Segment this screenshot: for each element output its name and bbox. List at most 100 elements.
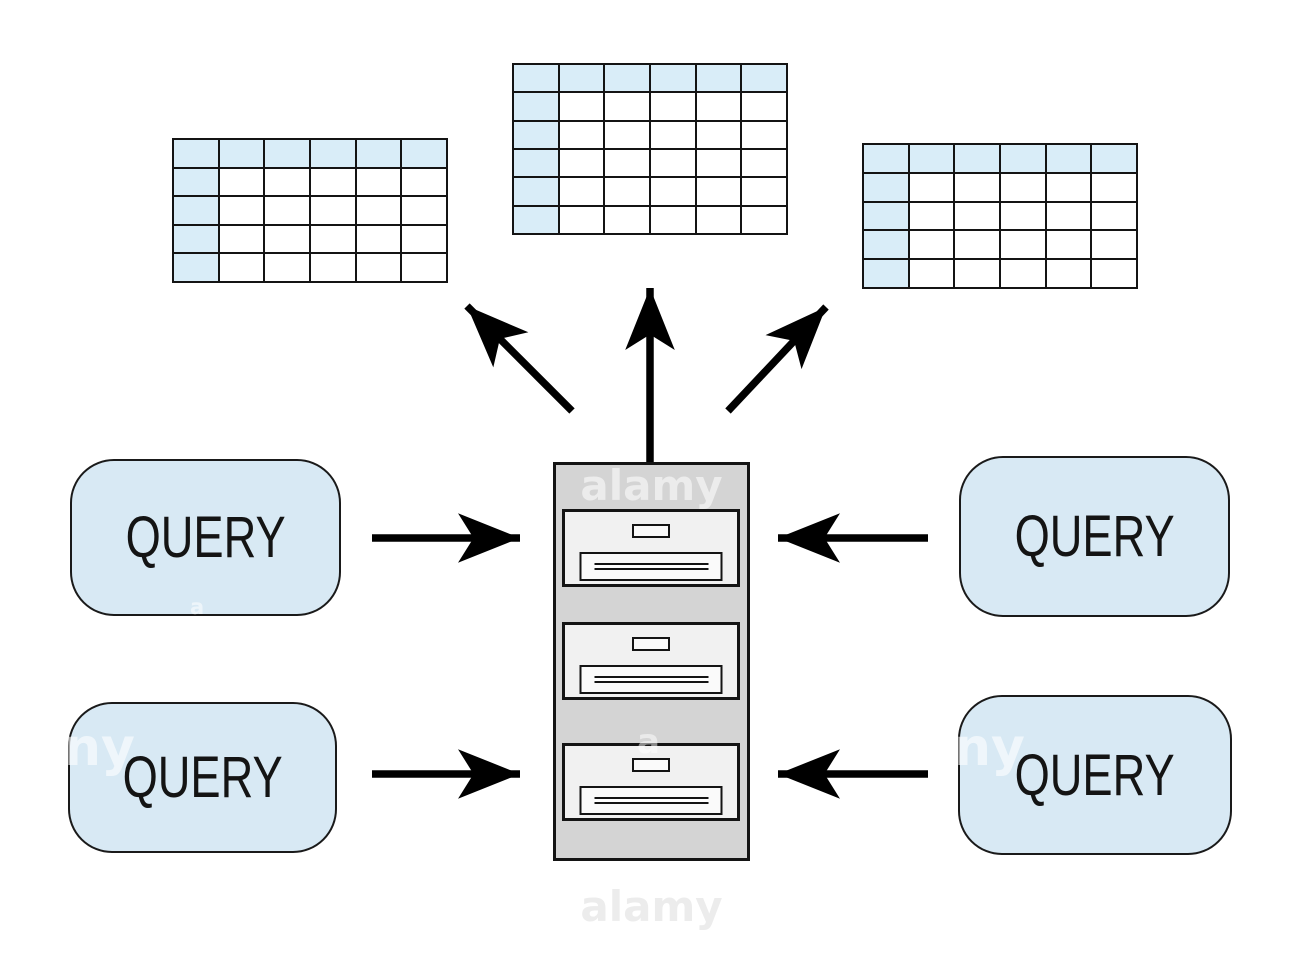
table-cell: [172, 252, 220, 283]
table-cell: [308, 195, 357, 226]
table-cell: [862, 229, 910, 261]
table-cell: [862, 171, 910, 203]
table-cell: [953, 171, 1001, 203]
table-cell: [1044, 229, 1093, 261]
table-cell: [308, 138, 357, 169]
table-cell: [603, 147, 651, 179]
query-box-top-left: QUERY: [70, 459, 341, 616]
table-cell: [648, 119, 697, 150]
table-cell: [172, 195, 220, 226]
file-cabinet: [553, 462, 750, 861]
table-cell: [953, 143, 1001, 174]
table-cell: [603, 62, 651, 94]
table-cell: [354, 223, 403, 255]
result-table-top-center: [512, 62, 788, 236]
table-cell: [400, 252, 448, 283]
table-cell: [740, 204, 788, 236]
drawer-handle: [579, 552, 723, 581]
table-cell: [308, 252, 357, 283]
table-cell: [308, 166, 357, 198]
table-cell: [740, 91, 788, 122]
table-cell: [400, 138, 448, 169]
table-cell: [862, 200, 910, 232]
table-cell: [354, 195, 403, 226]
table-cell: [1090, 229, 1138, 261]
table-cell: [648, 147, 697, 179]
table-cell: [1044, 143, 1093, 174]
table-cell: [263, 252, 311, 283]
query-label: QUERY: [122, 745, 283, 810]
table-cell: [740, 62, 788, 94]
query-box-top-right: QUERY: [959, 456, 1230, 617]
table-cell: [217, 252, 266, 283]
table-cell: [694, 147, 743, 179]
query-box-bottom-left: QUERY: [68, 702, 337, 853]
drawer-handle-slot: [594, 563, 708, 570]
table-cell: [998, 200, 1047, 232]
table-cell: [694, 119, 743, 150]
table-cell: [172, 223, 220, 255]
table-cell: [1044, 171, 1093, 203]
watermark-alamy-bottom: alamy: [580, 882, 723, 931]
table-cell: [512, 119, 560, 150]
table-cell: [740, 119, 788, 150]
table-cell: [400, 195, 448, 226]
table-cell: [648, 204, 697, 236]
table-cell: [217, 223, 266, 255]
table-cell: [953, 200, 1001, 232]
table-cell: [694, 176, 743, 207]
query-box-bottom-right: QUERY: [958, 695, 1232, 855]
table-cell: [557, 62, 606, 94]
table-cell: [998, 143, 1047, 174]
table-cell: [1044, 258, 1093, 289]
cabinet-drawer: [562, 509, 740, 587]
table-cell: [740, 176, 788, 207]
drawer-handle-slot: [594, 676, 708, 683]
table-cell: [1090, 143, 1138, 174]
result-table-top-left: [172, 138, 448, 283]
table-cell: [998, 258, 1047, 289]
table-cell: [557, 147, 606, 179]
drawer-label-holder: [632, 758, 670, 772]
table-cell: [953, 229, 1001, 261]
table-cell: [512, 147, 560, 179]
table-cell: [1090, 258, 1138, 289]
table-cell: [557, 204, 606, 236]
arrow-cabinet-to-table-left: [464, 303, 575, 414]
result-table-top-right: [862, 143, 1138, 289]
drawer-handle: [579, 665, 723, 694]
table-cell: [694, 62, 743, 94]
table-cell: [512, 91, 560, 122]
cabinet-drawer: [562, 743, 740, 821]
table-cell: [1044, 200, 1093, 232]
table-cell: [907, 200, 956, 232]
table-cell: [172, 138, 220, 169]
table-cell: [1090, 171, 1138, 203]
query-label: QUERY: [1014, 742, 1176, 808]
arrow-cabinet-to-table-right: [725, 304, 829, 414]
table-cell: [217, 138, 266, 169]
table-cell: [400, 166, 448, 198]
table-cell: [648, 91, 697, 122]
table-cell: [907, 229, 956, 261]
drawer-label-holder: [632, 524, 670, 538]
drawer-handle-slot: [594, 797, 708, 804]
table-cell: [557, 91, 606, 122]
table-cell: [557, 176, 606, 207]
table-cell: [740, 147, 788, 179]
table-cell: [308, 223, 357, 255]
table-cell: [998, 171, 1047, 203]
table-cell: [263, 195, 311, 226]
table-cell: [907, 171, 956, 203]
table-cell: [512, 204, 560, 236]
query-label: QUERY: [125, 505, 286, 570]
drawer-handle: [579, 786, 723, 815]
table-cell: [907, 143, 956, 174]
table-cell: [354, 166, 403, 198]
table-cell: [354, 138, 403, 169]
table-cell: [694, 204, 743, 236]
table-cell: [603, 176, 651, 207]
table-cell: [1090, 200, 1138, 232]
query-label: QUERY: [1014, 504, 1175, 569]
table-cell: [862, 258, 910, 289]
